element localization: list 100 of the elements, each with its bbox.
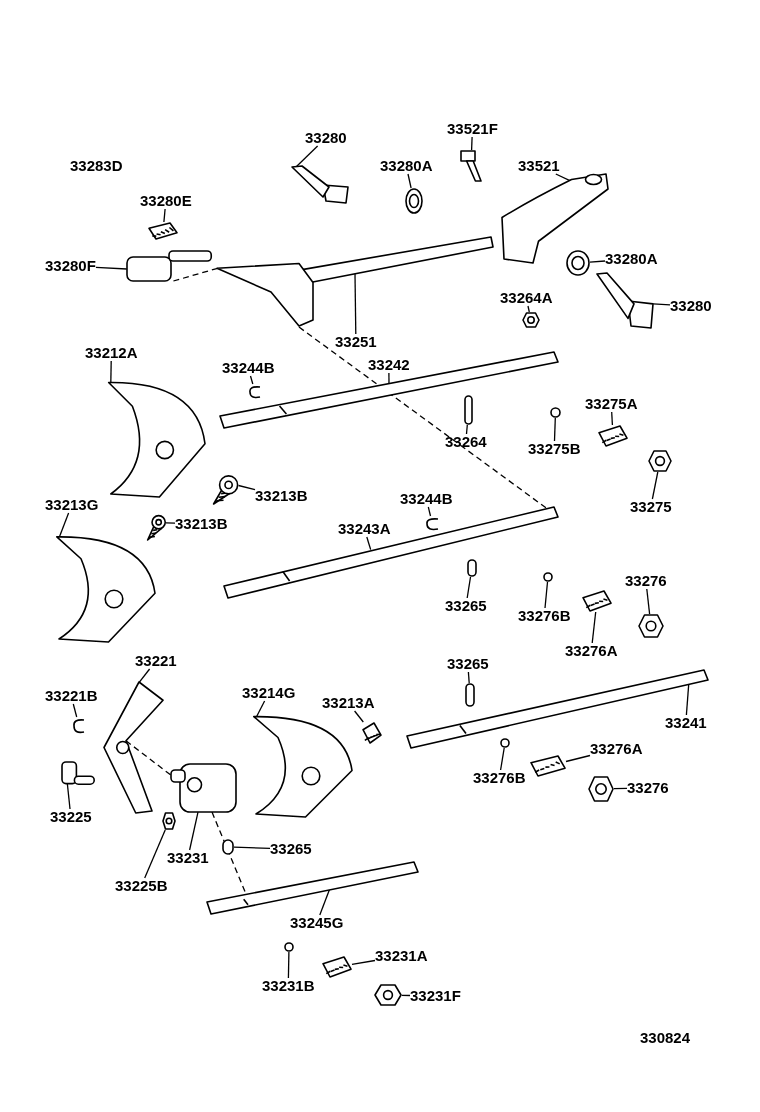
callout-number: 33276B (473, 770, 526, 786)
callout-number: 33221B (45, 688, 98, 704)
snap-clip-drawing (72, 717, 86, 735)
callout-number: 33276B (518, 608, 571, 624)
leader-line (95, 266, 128, 270)
leader-line (237, 484, 256, 491)
leader-line (144, 829, 166, 879)
snap-clip-drawing (248, 384, 262, 400)
spring-drawing (322, 956, 352, 978)
callout-number: 33280 (670, 298, 712, 314)
spring-drawing (530, 755, 566, 777)
nut-drawing (162, 812, 176, 830)
callout-number: 33521 (518, 158, 560, 174)
callout-number: 33221 (135, 653, 177, 669)
plug-bolt-drawing (595, 272, 655, 330)
leader-line (527, 305, 530, 313)
leader-line (565, 754, 591, 763)
callout-number: 33213B (175, 516, 228, 532)
leader-line (287, 951, 290, 979)
callout-number: 33213A (322, 695, 375, 711)
ball-drawing (550, 407, 561, 418)
plug-drawing (648, 450, 672, 472)
plug-bolt-drawing (290, 165, 350, 205)
leader-line (163, 208, 166, 223)
leader-line (553, 417, 556, 442)
gasket-washer-drawing (566, 250, 590, 276)
callout-number: 33225 (50, 809, 92, 825)
leader-line (544, 581, 549, 609)
screw-drawing (362, 722, 382, 744)
callout-number: 33265 (270, 841, 312, 857)
snap-clip-drawing (425, 516, 440, 532)
leader-line (388, 372, 390, 385)
callout-number: 33276A (565, 643, 618, 659)
callout-number: 33521F (447, 121, 498, 137)
leader-line (233, 846, 271, 849)
callout-number: 33264 (445, 434, 487, 450)
nut-drawing (522, 312, 540, 328)
callout-number: 33275B (528, 441, 581, 457)
leader-line (591, 611, 597, 644)
leader-line (646, 588, 651, 615)
callout-number: 33241 (665, 715, 707, 731)
callout-number: 33265 (447, 656, 489, 672)
callout-number: 33275 (630, 499, 672, 515)
leader-line (465, 424, 468, 435)
roll-pin-drawing (148, 222, 178, 240)
figure-code: 330824 (640, 1030, 691, 1046)
callout-number: 33244B (400, 491, 453, 507)
callout-number: 33265 (445, 598, 487, 614)
interlock-pin-drawing (465, 683, 475, 707)
callout-number: 33245G (290, 915, 344, 931)
leader-line (427, 506, 432, 517)
leader-line (353, 710, 364, 723)
callout-number: 33231A (375, 948, 428, 964)
leader-line (470, 136, 473, 151)
leader-line (188, 811, 199, 851)
leader-line (651, 471, 659, 500)
leader-line (72, 703, 78, 718)
leader-line (354, 273, 357, 335)
callout-number: 33283D (70, 158, 123, 174)
interlock-pin-drawing (464, 395, 473, 425)
callout-number: 33280 (305, 130, 347, 146)
callout-number: 33251 (335, 334, 377, 350)
bolt-drawing (460, 150, 482, 182)
ball-drawing (284, 942, 294, 952)
callout-number: 33280A (380, 158, 433, 174)
leader-line (66, 781, 71, 810)
leader-line (611, 411, 614, 426)
leader-line (249, 375, 254, 385)
ball-drawing (500, 738, 510, 748)
callout-number: 33214G (242, 685, 296, 701)
callout-number: 33212A (85, 345, 138, 361)
screw-drawing (145, 513, 167, 541)
callout-number: 33280A (605, 251, 658, 267)
shift-rail-drawing (218, 350, 560, 430)
leader-line (466, 576, 472, 599)
callout-number: 33264A (500, 290, 553, 306)
leader-line (295, 145, 319, 168)
leader-line (652, 303, 671, 306)
interlock-pin-drawing (222, 839, 234, 855)
alignment-line (172, 267, 219, 282)
callout-number: 33280F (45, 258, 96, 274)
plug-drawing (638, 614, 664, 638)
spring-drawing (598, 425, 628, 447)
callout-number: 33225B (115, 878, 168, 894)
screw-drawing (210, 475, 240, 505)
leader-line (319, 888, 331, 916)
callout-number: 33242 (368, 357, 410, 373)
leader-line (467, 671, 470, 684)
callout-number: 33213G (45, 497, 99, 513)
alignment-line (211, 811, 247, 895)
leader-line (407, 173, 412, 189)
leader-line (589, 260, 606, 263)
callout-number: 33231F (410, 988, 461, 1004)
callout-number: 33213B (255, 488, 308, 504)
callout-number: 33244B (222, 360, 275, 376)
callout-number: 33231 (167, 850, 209, 866)
leader-line (165, 522, 176, 524)
interlock-pin-drawing (467, 559, 477, 577)
shift-lever-drawing (100, 680, 165, 815)
callout-number: 33243A (338, 521, 391, 537)
